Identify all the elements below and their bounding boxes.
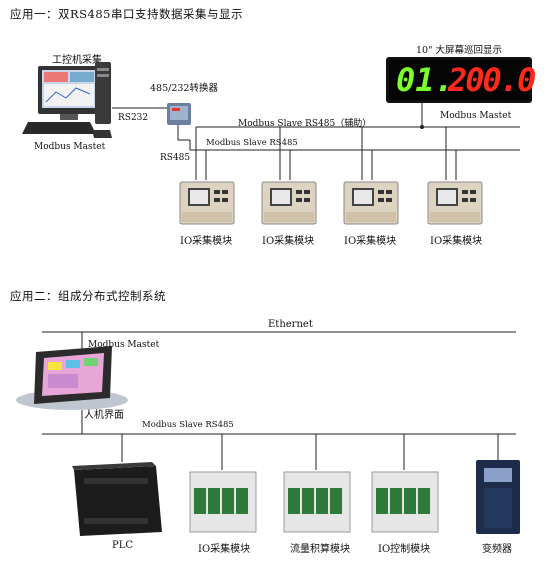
bus-aux-label: Modbus Slave RS485（辅助） [238, 119, 372, 129]
inverter-icon [476, 460, 520, 534]
app1-heading: 应用一：双RS485串口支持数据采集与显示 [10, 7, 243, 21]
device-label-flow: 流量积算模块 [290, 544, 350, 555]
rs232-label: RS232 [118, 113, 149, 123]
flow-totalizer-modules-icon [283, 471, 351, 533]
hmi-touch-panel-icon [16, 346, 128, 410]
display-right-digits: 200.0 [448, 61, 536, 99]
converter-icon [167, 103, 191, 125]
hmi-label: 人机界面 [84, 410, 124, 421]
module-label-2: IO采集模块 [262, 236, 315, 247]
device-label-io-ctrl: IO控制模块 [378, 544, 431, 555]
display-left-digits: 01. [396, 61, 454, 99]
io-control-modules-icon [371, 471, 439, 533]
bus-label: Modbus Slave RS485 [142, 420, 234, 430]
converter-label: 485/232转换器 [150, 83, 218, 94]
ethernet-label: Ethernet [268, 319, 313, 330]
plc-icon [72, 462, 162, 536]
pc-label: 工控机采集 [52, 55, 102, 66]
module-label-3: IO采集模块 [344, 236, 397, 247]
pc-role: Modbus Mastet [34, 142, 106, 152]
app2-heading: 应用二：组成分布式控制系统 [10, 289, 166, 303]
rs485-label: RS485 [160, 153, 191, 163]
app1-wires [112, 103, 520, 180]
led-display-icon [386, 57, 532, 103]
hmi-role: Modbus Mastet [88, 340, 160, 350]
display-title: 10" 大屏幕巡回显示 [416, 45, 502, 56]
display-role: Modbus Mastet [440, 111, 512, 121]
device-label-plc: PLC [112, 540, 134, 551]
module-label-1: IO采集模块 [180, 236, 233, 247]
bus-main-label: Modbus Slave RS485 [206, 138, 298, 148]
io-module-icon-1 [179, 181, 235, 225]
io-acquisition-modules-icon [189, 471, 257, 533]
device-label-io-acq: IO采集模块 [198, 544, 251, 555]
device-label-inverter: 变频器 [482, 544, 512, 555]
module-label-4: IO采集模块 [430, 236, 483, 247]
industrial-pc-icon [22, 62, 112, 138]
io-module-icon-2 [261, 181, 317, 225]
io-module-icon-3 [343, 181, 399, 225]
io-module-icon-4 [427, 181, 483, 225]
app2-wires [42, 331, 516, 470]
